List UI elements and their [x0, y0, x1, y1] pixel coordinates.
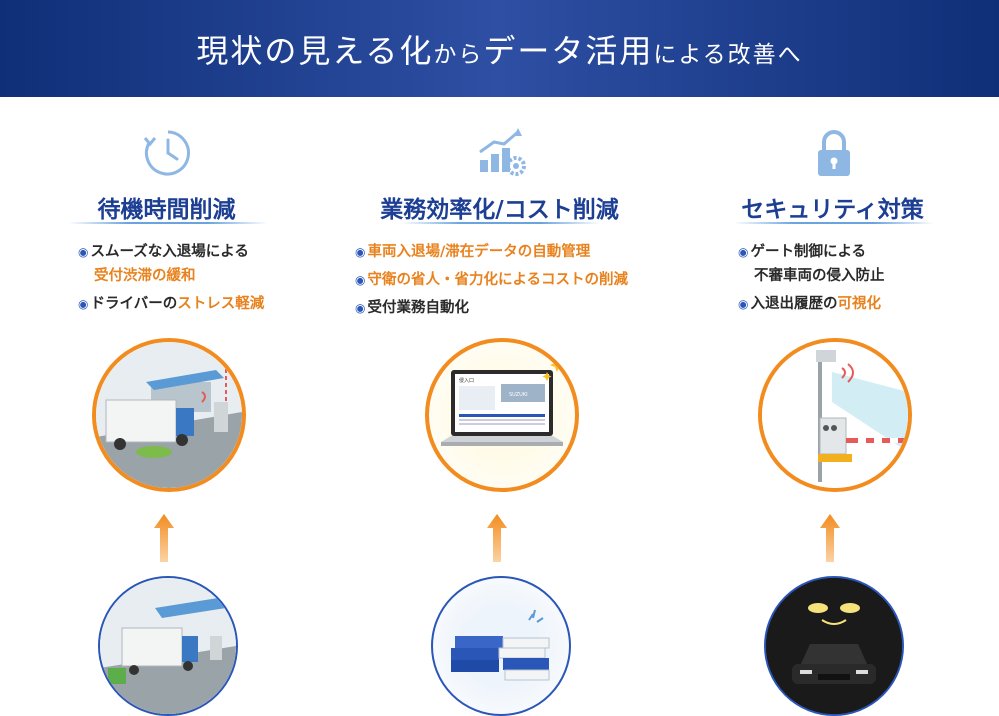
- gate-camera-illustration: [758, 338, 912, 492]
- truck-gate-illustration: [92, 338, 246, 492]
- bullet-list: ◉ゲート制御による不審車両の侵入防止 ◉入退出履歴の可視化: [738, 240, 885, 320]
- bullet-item: ◉受付業務自動化: [355, 300, 469, 316]
- suspicious-car-illustration: [764, 576, 904, 716]
- bullet-dot-icon: ◉: [78, 245, 89, 259]
- truck-queue-illustration: [98, 576, 238, 716]
- arrow-up-icon: [487, 514, 507, 562]
- banner-title-part1: 現状の見える化: [196, 31, 434, 70]
- bullet-item: ◉スムーズな入退場による受付渋滞の緩和: [78, 244, 249, 284]
- column-title: 待機時間削減: [97, 197, 236, 223]
- bullet-dot-icon: ◉: [355, 245, 366, 259]
- banner-title-part4: による改善へ: [653, 41, 803, 68]
- banner-title-part3: データ活用: [483, 31, 654, 70]
- bullet-dot-icon: ◉: [738, 297, 749, 311]
- bullet-list: ◉車両入退場/滞在データの自動管理 ◉守衛の省人・省力化によるコストの削減 ◉受…: [355, 240, 628, 324]
- banner-title: 現状の見える化からデータ活用による改善へ: [196, 26, 802, 72]
- bullet-list: ◉スムーズな入退場による受付渋滞の緩和 ◉ドライバーのストレス軽減: [78, 240, 264, 320]
- laptop-screen-brand: SUZUKI: [509, 392, 528, 398]
- column-title: セキュリティ対策: [741, 197, 924, 223]
- bullet-dot-icon: ◉: [738, 245, 749, 259]
- chart-gear-icon: [474, 126, 528, 180]
- laptop-illustration: 侵入口 SUZUKI: [425, 338, 579, 492]
- title-underline: [68, 222, 268, 224]
- title-underline: [401, 222, 601, 224]
- bullet-dot-icon: ◉: [355, 273, 366, 287]
- bullet-item: ◉車両入退場/滞在データの自動管理: [355, 244, 591, 260]
- bullet-item: ◉ドライバーのストレス軽減: [78, 296, 265, 312]
- bullet-item: ◉守衛の省人・省力化によるコストの削減: [355, 272, 629, 288]
- bullet-item: ◉入退出履歴の可視化: [738, 296, 881, 312]
- paper-files-illustration: [431, 576, 571, 716]
- bullet-item: ◉ゲート制御による不審車両の侵入防止: [738, 244, 885, 284]
- arrow-up-icon: [820, 514, 840, 562]
- arrow-up-icon: [154, 514, 174, 562]
- column-title: 業務効率化/コスト削減: [380, 197, 619, 223]
- laptop-screen-title: 侵入口: [459, 377, 474, 384]
- bullet-dot-icon: ◉: [78, 297, 89, 311]
- clock-icon: [141, 126, 195, 180]
- header-banner: 現状の見える化からデータ活用による改善へ: [0, 0, 999, 97]
- bullet-dot-icon: ◉: [355, 301, 366, 315]
- lock-icon: [807, 126, 861, 180]
- title-underline: [734, 222, 934, 224]
- banner-title-part2: から: [433, 41, 484, 68]
